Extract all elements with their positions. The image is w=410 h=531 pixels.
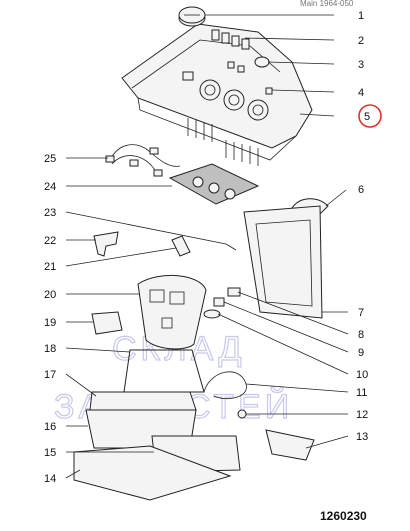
tub-rim: [89, 391, 197, 411]
part-label-14: 14: [44, 473, 56, 485]
part-label-18: 18: [44, 343, 56, 355]
part-label-2: 2: [358, 35, 364, 47]
part-label-20: 20: [44, 289, 56, 301]
base-frame: [73, 445, 232, 501]
highlight-circle: [358, 104, 382, 128]
part-label-12: 12: [356, 409, 368, 421]
small-knob: [93, 231, 119, 257]
part-label-4: 4: [358, 87, 364, 99]
header-text: Main 1964-050: [300, 0, 354, 8]
labels-right: 1 2 3 4 5 6 7 8 9 10 11 12 13: [356, 10, 370, 443]
small-bracket: [171, 235, 191, 257]
part-label-22: 22: [44, 235, 56, 247]
drive-belt: [203, 371, 247, 400]
control-panel-housing: [121, 23, 313, 161]
part-label-17: 17: [44, 369, 56, 381]
part-label-19: 19: [44, 317, 56, 329]
wiring-harness: [105, 144, 181, 177]
electronic-board: [168, 163, 260, 205]
screw: [225, 243, 237, 251]
push-buttons: [211, 29, 270, 68]
part-label-16: 16: [44, 421, 56, 433]
indicator-lights: [227, 61, 273, 95]
part-label-5: 5: [364, 111, 370, 123]
lid-latch: [227, 287, 241, 297]
lid-spring: [213, 297, 225, 307]
rear-cover: [265, 429, 315, 461]
nut: [237, 409, 247, 419]
program-knob: [178, 6, 206, 27]
part-label-10: 10: [356, 369, 368, 381]
lid-frame: [243, 205, 323, 319]
part-label-11: 11: [356, 387, 367, 399]
labels-left: 25 24 23 22 21 20 19 18 17 16 15 14: [44, 153, 56, 485]
panel-clips: [187, 118, 259, 166]
part-label-24: 24: [44, 181, 56, 193]
part-label-21: 21: [44, 261, 56, 273]
part-label-3: 3: [358, 59, 364, 71]
part-label-6: 6: [358, 184, 364, 196]
part-label-9: 9: [358, 347, 364, 359]
part-label-7: 7: [358, 307, 364, 319]
part-label-25: 25: [44, 153, 56, 165]
document-number: 1260230: [320, 509, 367, 523]
part-label-13: 13: [356, 431, 368, 443]
detergent-dispenser: [137, 274, 207, 350]
seal-washer: [203, 309, 221, 319]
leader-lines: [65, 14, 349, 479]
part-label-8: 8: [358, 329, 364, 341]
water-valve: [91, 311, 123, 335]
part-label-15: 15: [44, 447, 56, 459]
part-label-1: 1: [358, 10, 364, 22]
part-label-23: 23: [44, 207, 56, 219]
